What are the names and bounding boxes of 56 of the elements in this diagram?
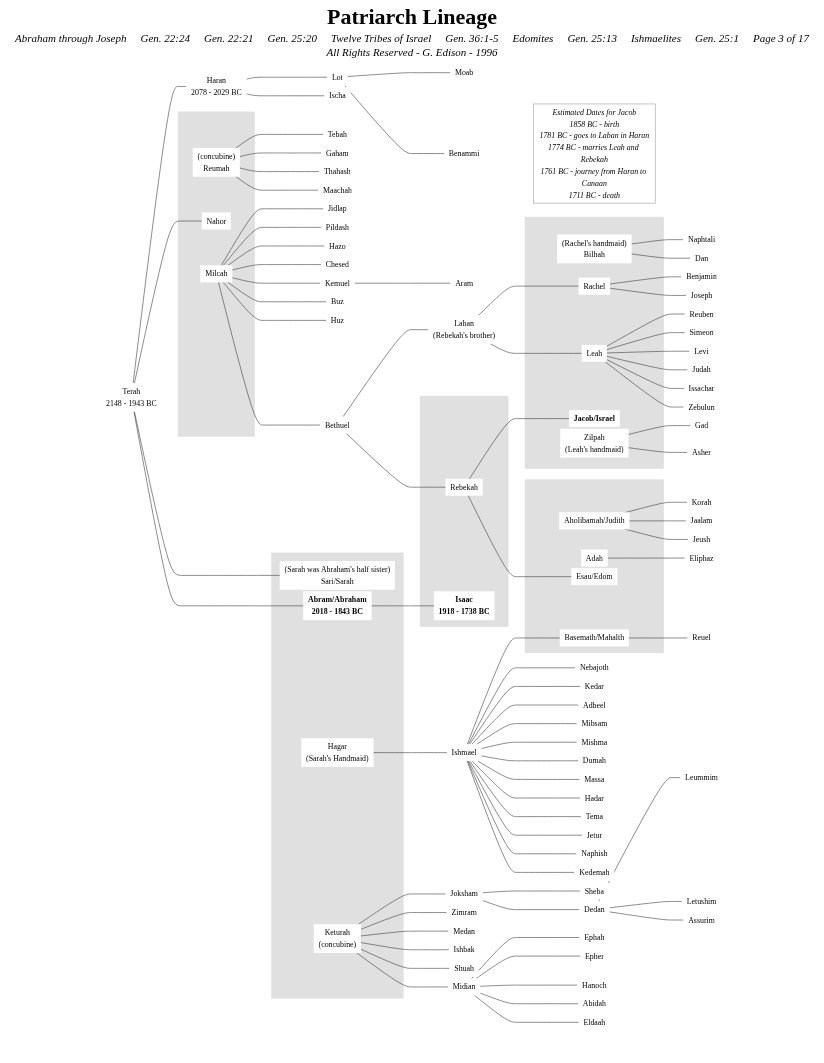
note-text: Gen. 22:24: [140, 32, 190, 44]
note-text: Gen. 25:13: [567, 32, 617, 44]
connector: [469, 760, 582, 817]
connector: [357, 893, 447, 925]
note-text: Edomites: [512, 32, 554, 44]
connector: [218, 281, 321, 426]
connector: [360, 912, 448, 930]
connector: [469, 418, 570, 480]
note-text: Page 3 of 17: [753, 32, 809, 44]
connector: [134, 411, 281, 576]
note-text: Ishmaelites: [630, 32, 681, 44]
connector: [604, 361, 685, 408]
note-text: Gen. 25:20: [267, 32, 317, 44]
connector: [468, 760, 583, 836]
connector: [606, 313, 686, 347]
connector: [227, 281, 327, 303]
connector: [467, 760, 577, 855]
note-text: All Rights Reserved - G. Edison - 1996: [326, 46, 498, 58]
connector: [220, 208, 324, 266]
connector: [606, 359, 685, 389]
connector: [133, 411, 304, 607]
connector: [609, 276, 682, 285]
note-text: Gen. 22:21: [203, 32, 254, 44]
connector: [627, 425, 691, 435]
connector: [235, 176, 319, 191]
connector: [609, 287, 687, 296]
connector: [606, 332, 686, 350]
connector: [466, 760, 575, 873]
connector: [356, 952, 449, 988]
connector: [606, 350, 691, 354]
note-text: Abraham through Joseph: [15, 32, 127, 44]
cluster: [419, 395, 509, 627]
note-text: Gen. 25:1: [695, 32, 739, 44]
cluster: [524, 216, 664, 469]
connector: [630, 239, 684, 245]
connector: [239, 152, 322, 157]
note-text: Twelve Tribes of Israel: [330, 32, 432, 44]
connector: [231, 264, 322, 271]
connector: [627, 447, 688, 453]
connector: [239, 167, 320, 172]
cluster: [524, 479, 664, 654]
cluster: [177, 111, 255, 437]
cluster: [271, 552, 404, 999]
connector: [231, 277, 321, 284]
connector: [630, 253, 691, 259]
connector: [360, 942, 450, 951]
connector: [235, 134, 324, 149]
connector: [227, 245, 325, 266]
connector: [360, 948, 450, 969]
connector: [606, 356, 689, 371]
connector: [222, 227, 322, 266]
connector: [360, 930, 449, 937]
connector: [467, 495, 572, 577]
note-text: Gen. 36:1-5: [445, 32, 499, 44]
connector: [222, 281, 327, 321]
title: Patriarch Lineage: [326, 4, 498, 30]
